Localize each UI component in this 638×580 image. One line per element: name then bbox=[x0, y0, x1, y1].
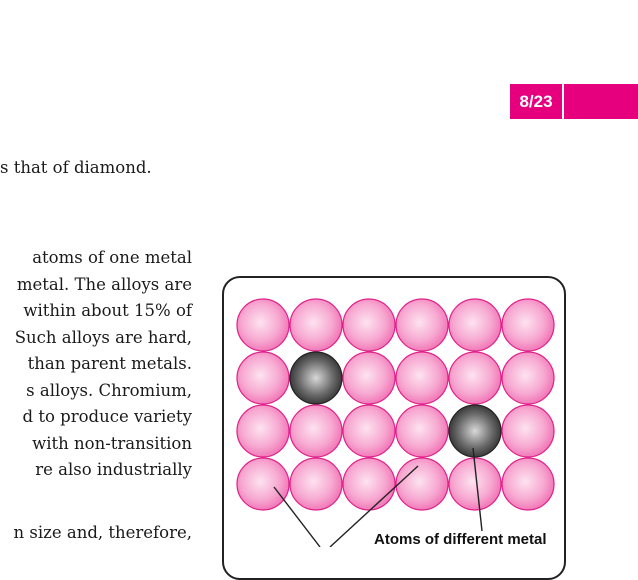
atom-parent-metal bbox=[448, 351, 502, 405]
paragraph-line: with non-transition bbox=[32, 433, 192, 453]
pointer-line bbox=[472, 447, 483, 532]
atom-different-metal bbox=[289, 351, 343, 405]
paragraph-line: Such alloys are hard, bbox=[14, 327, 192, 347]
atom-parent-metal bbox=[501, 404, 555, 458]
atom-parent-metal bbox=[289, 404, 343, 458]
paragraph-line: atoms of one metal bbox=[32, 248, 192, 267]
atom-parent-metal bbox=[448, 298, 502, 352]
tab-divider bbox=[562, 84, 564, 119]
page-number-tab: 8/23 bbox=[510, 84, 638, 119]
paragraph-body: atoms of one metal metal. The alloys are… bbox=[0, 245, 192, 484]
atom-parent-metal bbox=[236, 457, 290, 511]
pointer-line bbox=[329, 465, 419, 547]
atom-parent-metal bbox=[501, 351, 555, 405]
atom-parent-metal bbox=[395, 457, 449, 511]
paragraph-line: metal. The alloys are bbox=[16, 274, 192, 294]
pointer-lines bbox=[273, 447, 483, 547]
atom-parent-metal bbox=[342, 404, 396, 458]
paragraph-line: than parent metals. bbox=[27, 354, 192, 373]
atom-parent-metal bbox=[342, 351, 396, 405]
paragraph-line: d to produce variety bbox=[22, 407, 192, 426]
paragraph-line: within about 15% of bbox=[23, 301, 192, 320]
paragraph-line-bottom: n size and, therefore, bbox=[13, 523, 192, 542]
atom-parent-metal bbox=[501, 457, 555, 511]
atom-parent-metal bbox=[395, 404, 449, 458]
page-number: 8/23 bbox=[519, 92, 553, 111]
pointer-line bbox=[273, 486, 321, 547]
paragraph-line-top: s that of diamond. bbox=[0, 158, 152, 177]
atom-parent-metal bbox=[289, 298, 343, 352]
atom-parent-metal bbox=[236, 404, 290, 458]
atom-parent-metal bbox=[501, 298, 555, 352]
alloy-atom-lattice-figure bbox=[236, 298, 555, 547]
paragraph-line: s alloys. Chromium, bbox=[26, 380, 192, 400]
atom-parent-metal bbox=[236, 351, 290, 405]
paragraph-line: re also industrially bbox=[35, 460, 192, 479]
atom-parent-metal bbox=[342, 298, 396, 352]
atom-parent-metal bbox=[395, 351, 449, 405]
atom-different-metal bbox=[448, 404, 502, 458]
atom-parent-metal bbox=[236, 298, 290, 352]
atom-parent-metal bbox=[342, 457, 396, 511]
atom-grid bbox=[236, 298, 555, 511]
atom-parent-metal bbox=[289, 457, 343, 511]
atom-parent-metal bbox=[395, 298, 449, 352]
figure-caption: Atoms of different metal bbox=[374, 531, 547, 548]
atom-parent-metal bbox=[448, 457, 502, 511]
